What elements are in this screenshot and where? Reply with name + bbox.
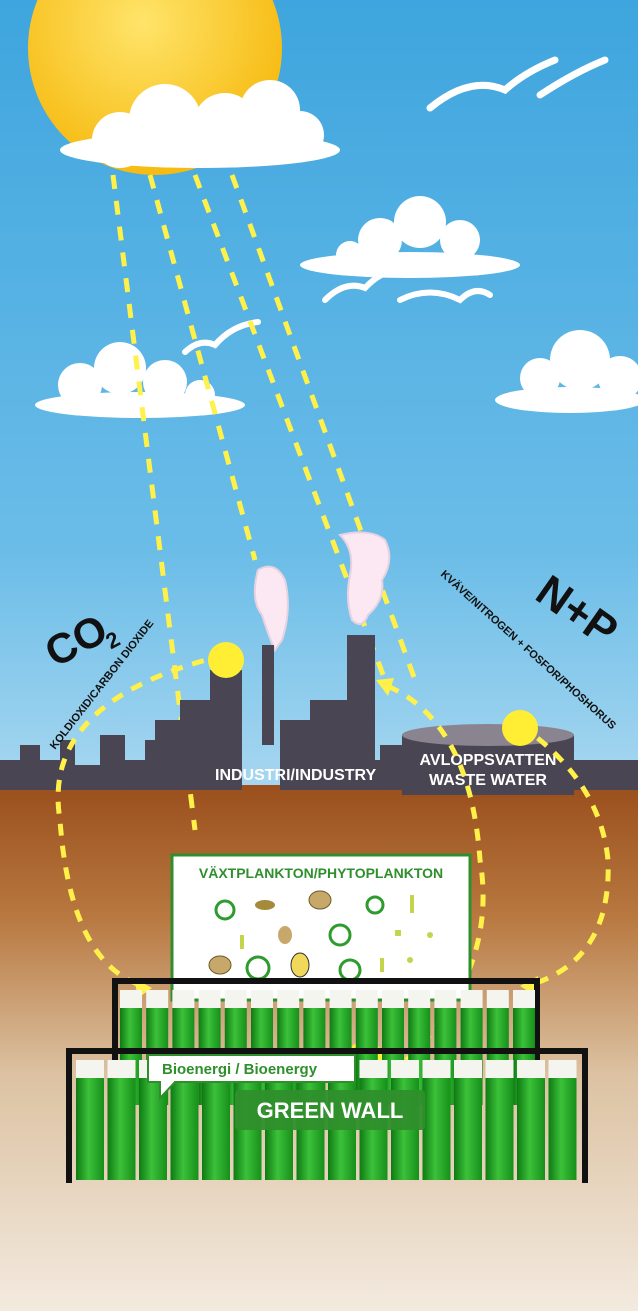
front-row-tube (422, 1060, 451, 1180)
cloud-icon (495, 330, 638, 413)
front-row-tube (76, 1060, 104, 1180)
cloud-icon (300, 196, 520, 278)
np-dot (502, 710, 538, 746)
front-row-tube (517, 1060, 545, 1180)
bioenergy-box: Bioenergi / Bioenergy (147, 1054, 356, 1101)
arrowhead-icon (376, 678, 394, 696)
phytoplankton-label: VÄXTPLANKTON/PHYTOPLANKTON (199, 865, 443, 881)
wastewater-label-line2: WASTE WATER (429, 772, 547, 789)
bioenergy-return-arrow (384, 682, 486, 1077)
green-wall-label: GREEN WALL (257, 1098, 404, 1123)
industry-label: INDUSTRI/INDUSTRY (215, 767, 377, 784)
co2-dot (208, 642, 244, 678)
co2-cycle-arrow (55, 652, 226, 988)
cloud-icon (60, 80, 340, 168)
bird-icon (182, 319, 261, 355)
cloud-icon (35, 342, 245, 418)
front-row-tube (107, 1060, 136, 1180)
front-row-tube (485, 1060, 514, 1180)
front-row-tube (548, 1060, 577, 1180)
bird-icon (426, 56, 609, 112)
green-wall-banner: GREEN WALL (235, 1090, 425, 1130)
smoke-icon (338, 531, 391, 625)
wastewater-label-line1: AVLOPPSVATTEN (420, 752, 557, 769)
front-row-tube (454, 1060, 482, 1180)
smoke-icon (253, 565, 289, 652)
bird-icon (322, 265, 493, 304)
bioenergy-label: Bioenergi / Bioenergy (162, 1061, 318, 1078)
front-row-tube (202, 1060, 230, 1180)
